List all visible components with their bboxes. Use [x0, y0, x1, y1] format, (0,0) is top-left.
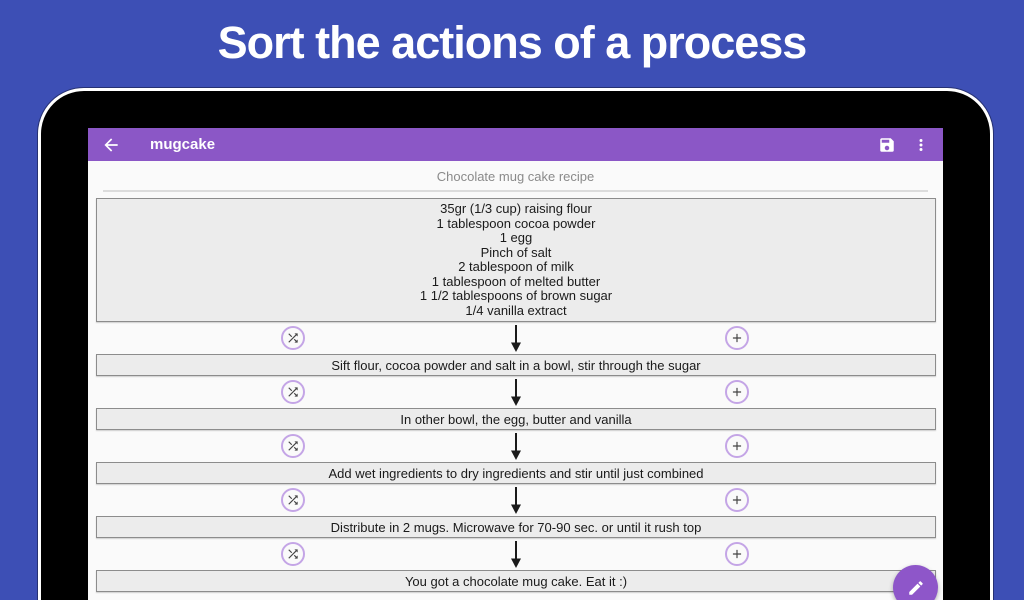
swap-steps-button[interactable] [281, 434, 305, 458]
connector-row [88, 484, 943, 516]
ingredient-line: 2 tablespoon of milk [458, 259, 574, 274]
ingredients-node[interactable]: 35gr (1/3 cup) raising flour 1 tablespoo… [96, 198, 936, 322]
step-node[interactable]: In other bowl, the egg, butter and vanil… [96, 408, 936, 430]
pencil-icon [907, 579, 925, 597]
recipe-title-underline [103, 190, 928, 192]
toolbar-actions [878, 136, 930, 154]
down-arrow-icon [508, 432, 524, 460]
ingredient-line: 1/4 vanilla extract [465, 302, 567, 318]
swap-steps-button[interactable] [281, 488, 305, 512]
ingredient-line: 1 1/2 tablespoons of brown sugar [419, 288, 613, 303]
app-screen: mugcake Chocolate mug cake recipe 35gr (… [88, 128, 943, 600]
connector-row [88, 376, 943, 408]
tablet-frame: mugcake Chocolate mug cake recipe 35gr (… [38, 88, 993, 600]
add-step-button[interactable] [725, 542, 749, 566]
banner-title: Sort the actions of a process [217, 17, 808, 68]
step-node[interactable]: You got a chocolate mug cake. Eat it :) [96, 570, 936, 592]
swap-steps-button[interactable] [281, 326, 305, 350]
ingredient-line: 1 tablespoon cocoa powder [436, 215, 596, 231]
connector-row [88, 322, 943, 354]
step-node[interactable]: Add wet ingredients to dry ingredients a… [96, 462, 936, 484]
down-arrow-icon [508, 324, 524, 352]
ingredient-line: 1 tablespoon of melted butter [431, 273, 601, 289]
save-icon[interactable] [878, 136, 896, 154]
step-node[interactable]: Distribute in 2 mugs. Microwave for 70-9… [96, 516, 936, 538]
ingredient-line: 1 egg [499, 230, 533, 245]
add-step-button[interactable] [725, 434, 749, 458]
overflow-menu-icon[interactable] [912, 136, 930, 154]
step-node[interactable]: Sift flour, cocoa powder and salt in a b… [96, 354, 936, 376]
down-arrow-icon [508, 540, 524, 568]
add-step-button[interactable] [725, 326, 749, 350]
add-step-button[interactable] [725, 380, 749, 404]
connector-row [88, 538, 943, 570]
down-arrow-icon [508, 378, 524, 406]
recipe-title-input[interactable]: Chocolate mug cake recipe [436, 169, 595, 184]
back-icon[interactable] [101, 135, 121, 155]
add-step-button[interactable] [725, 488, 749, 512]
app-toolbar: mugcake [88, 128, 943, 161]
toolbar-title: mugcake [150, 136, 216, 153]
edit-fab-button[interactable] [893, 565, 938, 600]
connector-row [88, 430, 943, 462]
swap-steps-button[interactable] [281, 380, 305, 404]
swap-steps-button[interactable] [281, 542, 305, 566]
down-arrow-icon [508, 486, 524, 514]
banner: Sort the actions of a process [0, 0, 1024, 86]
ingredient-line: 35gr (1/3 cup) raising flour [440, 201, 592, 216]
ingredient-line: Pinch of salt [480, 244, 552, 260]
